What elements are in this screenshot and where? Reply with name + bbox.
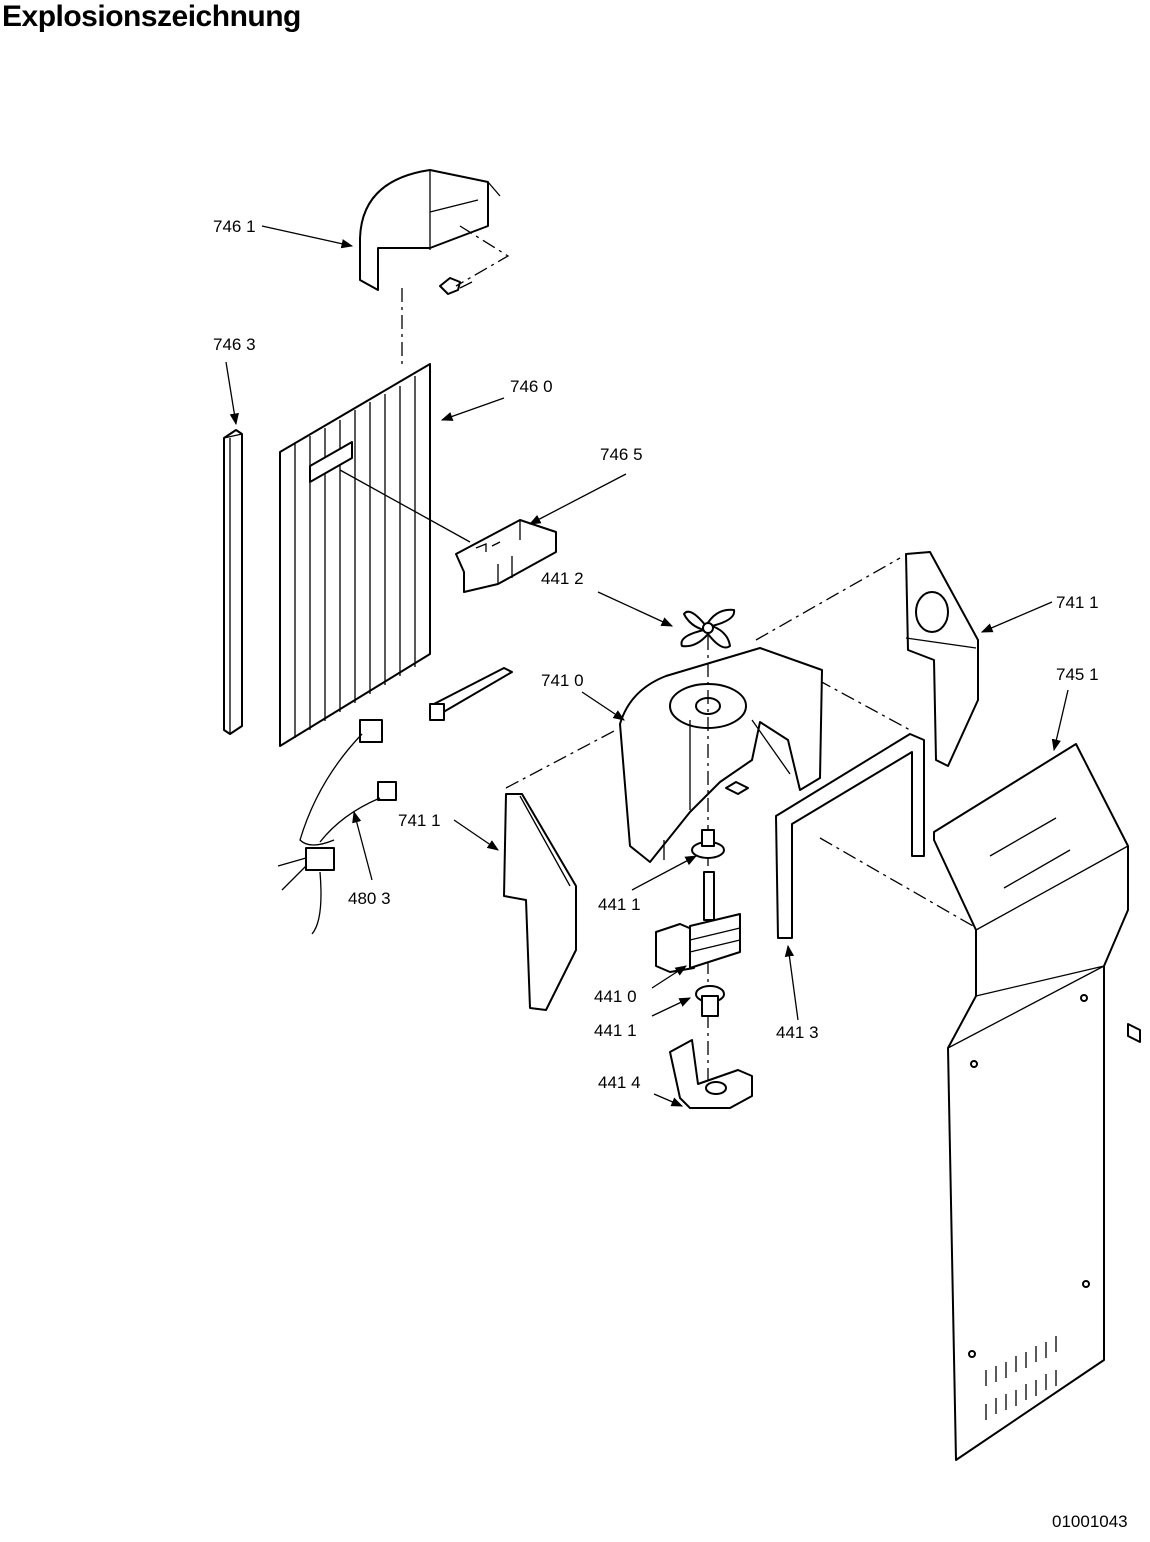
part-4410-motor <box>655 871 741 973</box>
assembly-line-lower-right <box>819 837 981 931</box>
callout-7410: 741 0 <box>541 671 584 690</box>
part-4413-u-bracket <box>775 733 925 939</box>
part-7451-back-panel <box>933 743 1141 1461</box>
callout-7461: 746 1 <box>213 217 256 236</box>
part-4803-wire-harness <box>277 667 513 935</box>
callout-4412: 441 2 <box>541 569 584 588</box>
callout-4411-lower: 441 1 <box>594 1021 637 1040</box>
callout-4410: 441 0 <box>594 987 637 1006</box>
callout-7411-right: 741 1 <box>1056 593 1099 612</box>
callout-labels: 746 1 746 3 746 0 746 5 441 2 741 1 745 … <box>213 217 1099 1092</box>
part-4411-upper-bushing <box>691 829 725 859</box>
assembly-line-top-right <box>755 557 901 641</box>
part-7410-fan-shroud <box>619 647 823 863</box>
callout-7460: 746 0 <box>510 377 553 396</box>
part-7465-housing <box>455 519 557 593</box>
callout-4803: 480 3 <box>348 889 391 908</box>
callout-4414: 441 4 <box>598 1073 641 1092</box>
part-7463-strip <box>223 429 243 735</box>
callout-4413: 441 3 <box>776 1023 819 1042</box>
part-screw-motor <box>725 781 749 795</box>
assembly-line-mid-right <box>817 679 911 731</box>
callout-7465: 746 5 <box>600 445 643 464</box>
part-7461-cover <box>359 169 501 295</box>
part-4412-fan-blade <box>680 608 736 649</box>
part-7411-right-bracket <box>905 551 979 767</box>
part-7411-left-bracket <box>503 793 577 1011</box>
leader-lines <box>225 225 1069 1107</box>
part-7460-evaporator-cover <box>279 363 431 747</box>
document-number: 01001043 <box>1052 1512 1128 1531</box>
part-4411-lower-bushing <box>695 985 725 1017</box>
assembly-line-screw <box>455 225 510 287</box>
connector-line-7465 <box>339 469 471 543</box>
callout-7411-left: 741 1 <box>398 811 441 830</box>
callout-7451: 745 1 <box>1056 665 1099 684</box>
assembly-line-left <box>505 729 617 789</box>
callout-4411-upper: 441 1 <box>598 895 641 914</box>
part-4414-motor-bracket <box>669 1039 753 1109</box>
callout-7463: 746 3 <box>213 335 256 354</box>
page-title: Explosionszeichnung <box>2 0 301 33</box>
